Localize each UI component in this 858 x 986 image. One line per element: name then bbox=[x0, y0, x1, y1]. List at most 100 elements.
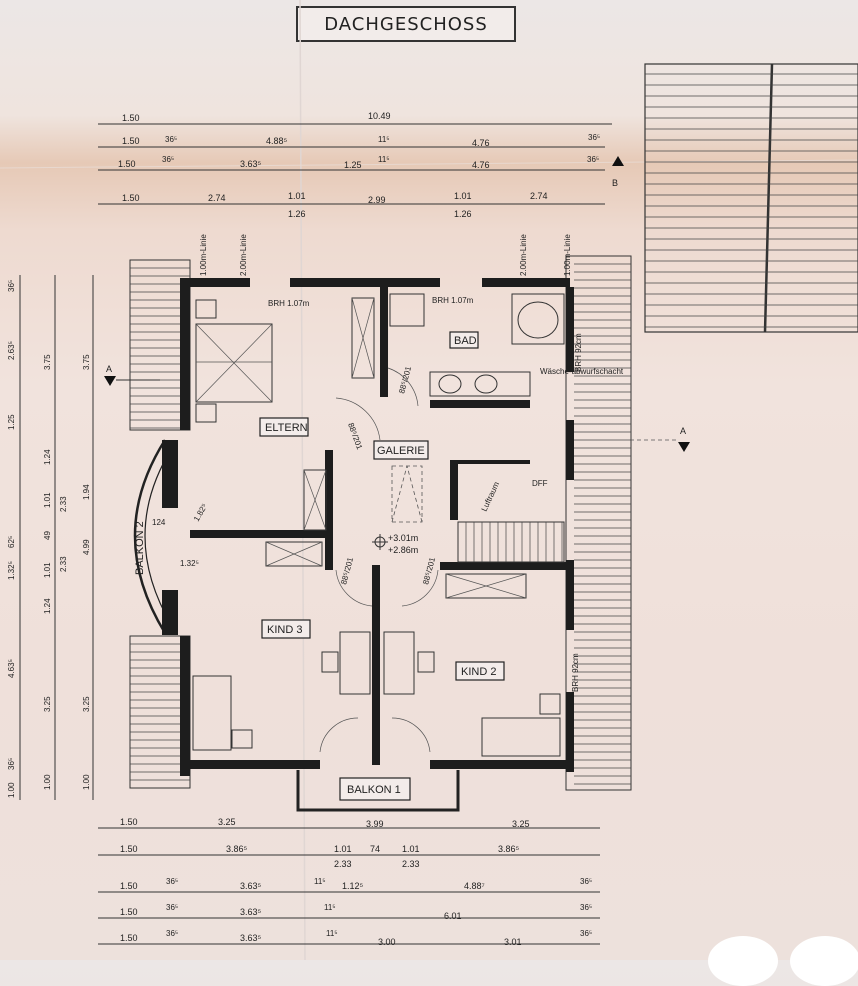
section-markers: A A bbox=[104, 364, 690, 452]
dim-label: 1.25 bbox=[344, 160, 362, 170]
paper-fold bbox=[299, 0, 306, 960]
dim-label: 1.26 bbox=[288, 209, 306, 219]
roof-slopes bbox=[129, 255, 632, 791]
note-linie: 1.00m-Linie bbox=[199, 234, 208, 276]
dim-label: 1.50 bbox=[122, 193, 140, 203]
walls bbox=[162, 278, 574, 776]
note-height-2: +2.86m bbox=[388, 545, 418, 555]
note-waesche: Wäsche-abwurfschacht bbox=[540, 367, 624, 376]
dim-label: 3.99 bbox=[366, 819, 384, 829]
dim-label: 1.00 bbox=[43, 774, 52, 790]
dim-label: 1.01 bbox=[334, 844, 352, 854]
dim-label: 3.63⁵ bbox=[240, 907, 262, 917]
left-dim-col3: 3.75 1.94 4.99 3.25 1.00 bbox=[82, 354, 91, 790]
dim-label: 36⁵ bbox=[580, 903, 592, 912]
dim-label: 11⁵ bbox=[326, 929, 338, 938]
left-dim-col1: 36⁵ 2.63⁵ 1.25 62⁵ 1.32⁵ 4.63⁵ 1.00 36⁵ bbox=[7, 280, 16, 798]
dim-label: 1.50 bbox=[120, 907, 138, 917]
dim-label: 1.00 bbox=[7, 782, 16, 798]
dim-label: 1.24 bbox=[43, 598, 52, 614]
note-height-1: +3.01m bbox=[388, 533, 418, 543]
dim-label: 2.33 bbox=[59, 496, 68, 512]
room-label-eltern: ELTERN bbox=[265, 422, 308, 434]
balkon-1: BALKON 1 bbox=[296, 770, 460, 812]
dim-label: 3.00 bbox=[378, 937, 396, 947]
dim-label: 1.50 bbox=[122, 136, 140, 146]
dim-label: 10.49 bbox=[368, 111, 391, 121]
room-label-luftraum: Luftraum bbox=[480, 480, 502, 513]
dim-label: 36⁵ bbox=[580, 929, 592, 938]
dim-label: 3.01 bbox=[504, 937, 522, 947]
dim-label: 36⁵ bbox=[588, 133, 600, 142]
dim-label: 1.26 bbox=[454, 209, 472, 219]
dim-label: 11⁵ bbox=[378, 135, 390, 144]
dim-label: 1.94 bbox=[82, 484, 91, 500]
dim-label: 2.74 bbox=[530, 191, 548, 201]
dim-label: 36⁵ bbox=[162, 155, 174, 164]
section-marker-a-icon bbox=[104, 376, 116, 386]
roof-hatch-lines bbox=[645, 73, 858, 328]
dim-label: 4.63⁵ bbox=[7, 659, 16, 678]
corner-badge bbox=[790, 936, 858, 986]
dim-label: 1.01 bbox=[43, 562, 52, 578]
dim-label: 4.76 bbox=[472, 138, 490, 148]
dim-label: 36⁵ bbox=[7, 758, 16, 770]
dim-label: 2.33 bbox=[402, 859, 420, 869]
dim-label: 1.12⁵ bbox=[342, 881, 364, 891]
dim-label: 11⁵ bbox=[314, 877, 326, 886]
section-marker-b-icon bbox=[612, 156, 624, 166]
dim-label: 1.82⁵ bbox=[192, 502, 209, 523]
dim-label: 3.25 bbox=[218, 817, 236, 827]
dim-label: 3.63⁵ bbox=[240, 881, 262, 891]
dim-label: 1.32⁵ bbox=[7, 561, 16, 580]
room-label-kind3: KIND 3 bbox=[267, 624, 302, 636]
dim-label: 6.01 bbox=[444, 911, 462, 921]
room-label-balkon1: BALKON 1 bbox=[347, 784, 401, 796]
dim-label: 3.25 bbox=[512, 819, 530, 829]
left-dimensions bbox=[19, 275, 94, 800]
dim-label: 36⁵ bbox=[165, 135, 177, 144]
note-linie: 2.00m-Linie bbox=[239, 234, 248, 276]
note-dff: DFF bbox=[532, 479, 548, 488]
dim-label: 4.99 bbox=[82, 539, 91, 555]
dim-label: 36⁵ bbox=[580, 877, 592, 886]
note-door: 88⁵/201 bbox=[339, 556, 355, 586]
note-linie: 1.00m-Linie bbox=[563, 234, 572, 276]
note-brh-right: BRH 1.07m bbox=[432, 296, 474, 305]
note-brh-kind2: BRH 92cm bbox=[571, 653, 580, 692]
dim-label: 1.24 bbox=[43, 449, 52, 465]
dim-label: 2.63⁵ bbox=[7, 341, 16, 360]
dim-label: 3.75 bbox=[82, 354, 91, 370]
dim-label: 1.32⁵ bbox=[180, 559, 199, 568]
note-door: 88⁵/201 bbox=[397, 365, 413, 395]
room-label-balkon2: BALKON 2 bbox=[134, 521, 146, 575]
dim-label: 36⁵ bbox=[587, 155, 599, 164]
dim-label: 3.25 bbox=[43, 696, 52, 712]
section-a-left: A bbox=[106, 364, 112, 374]
dim-label: 36⁵ bbox=[166, 877, 178, 886]
dim-label: 2.33 bbox=[59, 556, 68, 572]
dim-label: 3.86⁵ bbox=[226, 844, 248, 854]
corner-badge bbox=[708, 936, 778, 986]
section-marker-a-icon bbox=[678, 442, 690, 452]
dim-label: 124 bbox=[152, 518, 166, 527]
dim-label: 1.50 bbox=[120, 844, 138, 854]
dim-label: 3.25 bbox=[82, 696, 91, 712]
dim-label: 1.50 bbox=[122, 113, 140, 123]
dim-label: 1.01 bbox=[402, 844, 420, 854]
dim-label: 1.50 bbox=[120, 817, 138, 827]
dim-label: 4.88⁵ bbox=[266, 136, 288, 146]
dim-label: 36⁵ bbox=[166, 903, 178, 912]
dim-label: 1.01 bbox=[454, 191, 472, 201]
dim-label: 4.76 bbox=[472, 160, 490, 170]
dim-label: 3.63⁵ bbox=[240, 159, 262, 169]
plan-title: DACHGESCHOSS bbox=[296, 6, 516, 42]
furniture bbox=[192, 293, 565, 757]
section-a-right: A bbox=[680, 426, 686, 436]
dim-label: 4.88⁷ bbox=[464, 881, 485, 891]
dim-label: 3.75 bbox=[43, 354, 52, 370]
dim-label: 62⁵ bbox=[7, 536, 16, 548]
dim-label: 1.50 bbox=[118, 159, 136, 169]
dim-label: 49 bbox=[43, 531, 52, 540]
note-brh-bad: BRH 92cm bbox=[574, 333, 583, 372]
